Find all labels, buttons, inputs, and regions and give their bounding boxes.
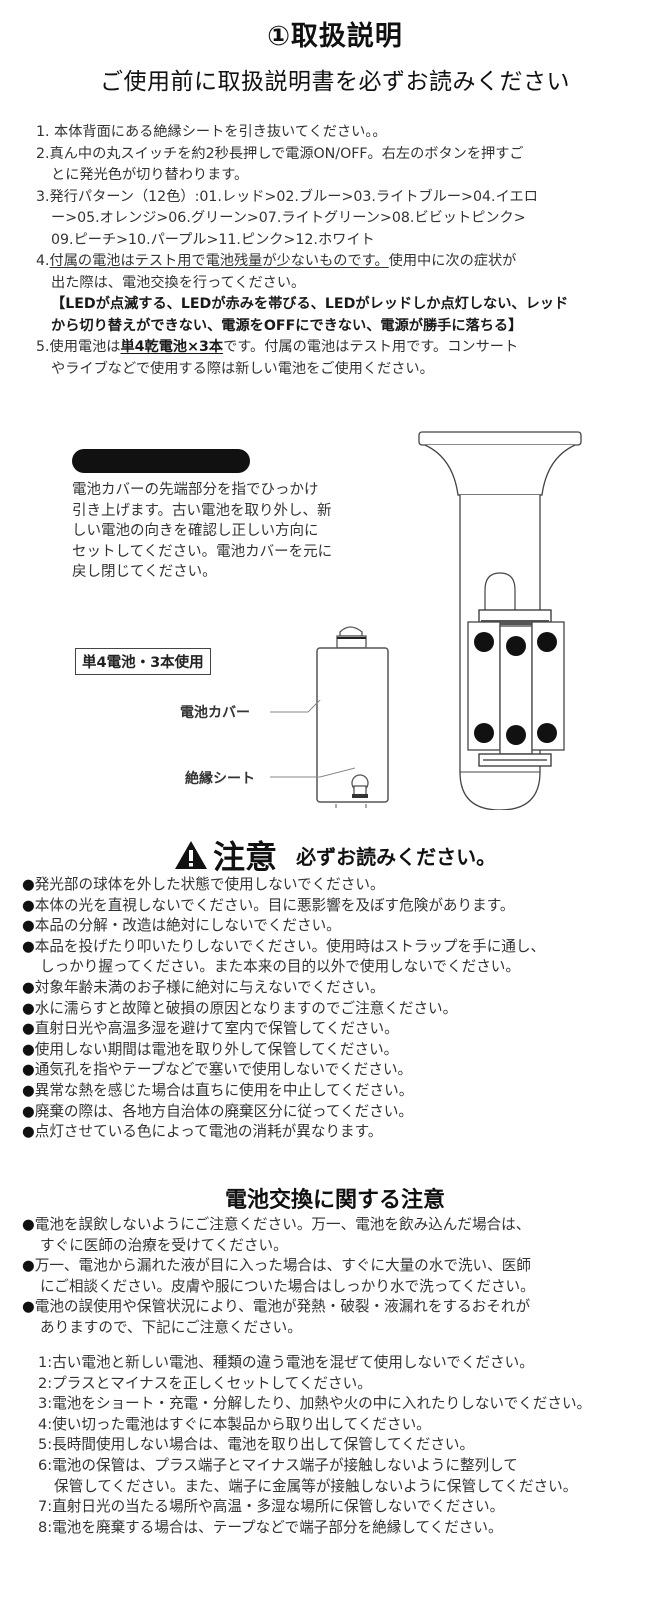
numbered-item: 5:長時間使用しない場合は、電池を取り出して保管してください。 <box>38 1436 475 1454</box>
battery-caution-item-cont: にご相談ください。皮膚や服についた場合はしっかり水で洗ってください。 <box>40 1277 535 1295</box>
callout-line-sheet <box>270 767 356 778</box>
instruction-4-prefix: 4. <box>36 253 50 269</box>
battery-caution-list: ●電池を誤飲しないようにご注意ください。万一、電池を飲み込んだ場合は、 すぐに医… <box>22 1215 662 1339</box>
caution-subtitle: 必ずお読みください。 <box>296 844 497 869</box>
instruction-2-cont: とに発光色が切り替わります。 <box>51 167 249 183</box>
instruction-5-prefix: 5.使用電池は <box>36 339 121 355</box>
numbered-item: 2:プラスとマイナスを正しくセットしてください。 <box>38 1374 372 1392</box>
battery-caution-item: ●電池を誤飲しないようにご注意ください。万一、電池を飲み込んだ場合は、 <box>22 1216 531 1233</box>
instruction-4-symptoms-cont: から切り替えができない、電源をOFFにできない、電源が勝手に落ちる】 <box>51 317 523 334</box>
instruction-3-cont: ー>05.オレンジ>06.グリーン>07.ライトグリーン>08.ビビットピンク> <box>51 210 526 226</box>
caution-item: ●異常な熱を感じた場合は直ちに使用を中止してください。 <box>22 1081 414 1099</box>
battery-numbered-list: 1:古い電池と新しい電池、種類の違う電池を混ぜて使用しないでください。 2:プラ… <box>38 1353 668 1538</box>
instruction-4-symptoms: 【LEDが点滅する、LEDが赤みを帯びる、LEDがレッドしか点灯しない、レッド <box>51 296 569 312</box>
instruction-2: 2.真ん中の丸スイッチを約2秒長押しで電源ON/OFF。右左のボタンを押すご <box>36 145 524 162</box>
battery-caution-item-cont: すぐに医師の治療を受けてください。 <box>40 1236 288 1254</box>
caution-item-cont: しっかり握ってください。また本来の目的以外で使用しないでください。 <box>40 958 520 976</box>
section-label-bar <box>72 449 250 473</box>
battery-caution-heading: 電池交換に関する注意 <box>224 1188 445 1213</box>
caution-item: ●通気孔を指やテープなどで塞いで使用しないでください。 <box>22 1061 413 1079</box>
instruction-4-cont: 出た際は、電池交換を行ってください。 <box>51 274 306 291</box>
instruction-5: 5.使用電池は単4乾電池×3本です。付属の電池はテスト用です。コンサート <box>36 337 646 359</box>
callout-line-cover <box>270 700 321 713</box>
caution-list: ●発光部の球体を外した状態で使用しないでください。 ●本体の光を直視しないでくだ… <box>22 875 662 1143</box>
warning-triangle-icon <box>174 841 207 869</box>
page-title: ①取扱説明 <box>267 21 403 52</box>
battery-cover-illustration <box>316 626 389 808</box>
instruction-4: 4.付属の電池はテスト用で電池残量が少ないものです。使用中に次の症状が <box>36 251 646 273</box>
numbered-item: 7:直射日光の当たる場所や高温・多湿な場所に保管しないでください。 <box>38 1498 505 1516</box>
caution-item: ●水に濡らすと故障と破損の原因となりますのでご注意ください。 <box>22 999 458 1017</box>
battery-caution-item: ●万一、電池から漏れた液が目に入った場合は、すぐに大量の水で洗い、医師 <box>22 1257 531 1275</box>
caution-title: 注意 <box>212 838 277 876</box>
battery-spec-label: 単4電池・3本使用 <box>75 648 211 675</box>
instructions-list: 1. 本体背面にある絶縁シートを引き抜いてください。。 2.真ん中の丸スイッチを… <box>36 122 646 380</box>
caution-item: ●点灯させている色によって電池の消耗が異なります。 <box>22 1123 383 1141</box>
instruction-5-rest: です。付属の電池はテスト用です。コンサート <box>223 339 519 355</box>
cover-instructions: 電池カバーの先端部分を指でひっかけ 引き上げます。古い電池を取り外し、新 しい電… <box>72 480 372 583</box>
callout-insulation-sheet: 絶縁シート <box>185 771 255 787</box>
cover-instructions-line: 電池カバーの先端部分を指でひっかけ <box>72 482 319 498</box>
battery-caution-item-cont: ありますので、下記にご注意ください。 <box>40 1318 302 1336</box>
instruction-1: 1. 本体背面にある絶縁シートを引き抜いてください。。 <box>36 124 387 140</box>
caution-item: ●使用しない期間は電池を取り外して保管してください。 <box>22 1040 399 1058</box>
callout-battery-cover: 電池カバー <box>180 705 250 721</box>
numbered-item: 4:使い切った電池はすぐに本製品から取り出してください。 <box>38 1415 431 1433</box>
caution-item: ●発光部の球体を外した状態で使用しないでください。 <box>22 876 385 893</box>
instruction-5-underlined: 単4乾電池×3本 <box>120 339 224 355</box>
caution-item: ●直射日光や高温多湿を避けて室内で保管してください。 <box>22 1020 399 1038</box>
numbered-item: 8:電池を廃棄する場合は、テープなどで端子部分を絶縁してください。 <box>38 1518 503 1536</box>
penlight-back-illustration <box>418 431 582 810</box>
cover-instructions-line: 引き上げます。古い電池を取り外し、新 <box>72 502 332 519</box>
instruction-3: 3.発行パターン（12色）:01.レッド>02.ブルー>03.ライトブルー>04… <box>36 188 538 205</box>
cover-instructions-line: セットしてください。電池カバーを元に <box>72 543 333 560</box>
instruction-4-rest: 使用中に次の症状が <box>388 253 517 269</box>
cover-instructions-line: しい電池の向きを確認し正しい方向に <box>72 523 319 539</box>
battery-caution-item: ●電池の誤使用や保管状況により、電池が発熱・破裂・液漏れをするおそれが <box>22 1298 531 1316</box>
caution-item: ●本体の光を直視しないでください。目に悪影響を及ぼす危険があります。 <box>22 896 515 914</box>
caution-item: ●廃棄の際は、各地方自治体の廃棄区分に従ってください。 <box>22 1102 414 1120</box>
numbered-item: 6:電池の保管は、プラス端子とマイナス端子が接触しないように整列して <box>38 1456 518 1474</box>
instruction-3-cont2: 09.ピーチ>10.パープル>11.ピンク>12.ホワイト <box>51 231 375 248</box>
instruction-4-underlined: 付属の電池はテスト用で電池残量が少ないものです。 <box>49 253 389 269</box>
instruction-5-cont: やライブなどで使用する際は新しい電池をご使用ください。 <box>51 360 434 377</box>
numbered-item: 1:古い電池と新しい電池、種類の違う電池を混ぜて使用しないでください。 <box>38 1354 534 1371</box>
cover-instructions-line: 戻し閉じてください。 <box>72 564 217 580</box>
caution-item: ●対象年齢未満のお子様に絶対に与えないでください。 <box>22 978 385 996</box>
numbered-item-cont: 保管してください。また、端子に金属等が接触しないように保管してください。 <box>54 1477 578 1495</box>
numbered-item: 3:電池をショート・充電・分解したり、加熱や火の中に入れたりしないでください。 <box>38 1395 592 1413</box>
caution-item: ●本品を投げたり叩いたりしないでください。使用時はストラップを手に通し、 <box>22 937 546 955</box>
caution-item: ●本品の分解・改造は絶対にしないでください。 <box>22 917 341 935</box>
caution-heading: 注意 必ずお読みください。 <box>0 832 670 878</box>
page-subtitle: ご使用前に取扱説明書を必ずお読みください <box>100 69 570 95</box>
